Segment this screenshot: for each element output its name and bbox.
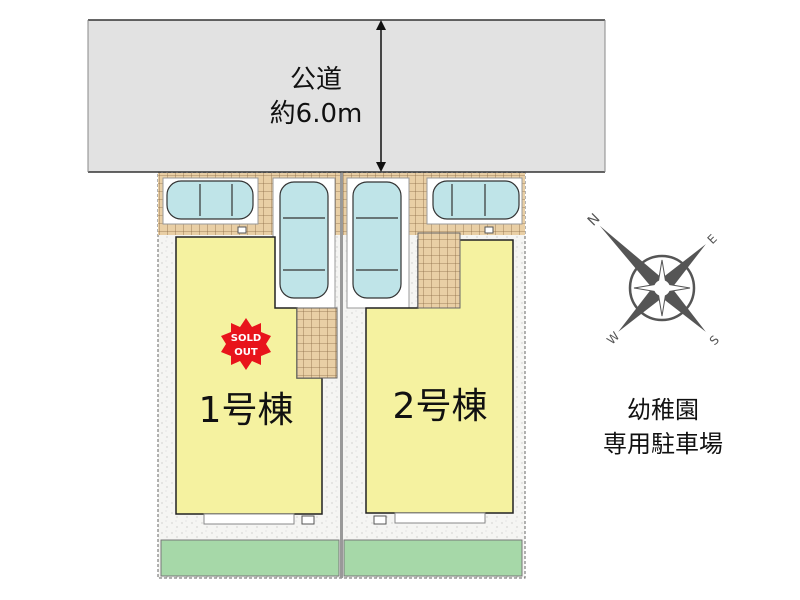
- building-1: 1号棟: [175, 236, 338, 525]
- sold-out-line1: SOLD: [231, 333, 261, 344]
- parking-cars: [166, 180, 520, 299]
- compass-e: E: [705, 232, 720, 247]
- road-width: 約6.0m: [270, 99, 363, 129]
- grass-strip: [160, 539, 523, 577]
- car-icon: [352, 181, 402, 299]
- road-width-arrow: [376, 20, 386, 172]
- compass-w: W: [604, 329, 622, 347]
- building-1-label: 1号棟: [199, 390, 294, 431]
- building-2: 2号棟: [365, 232, 514, 525]
- adjacent-line2: 専用駐車場: [603, 430, 723, 458]
- sold-out-badge: SOLD OUT: [221, 318, 271, 370]
- car-icon: [166, 180, 254, 220]
- car-icon: [432, 180, 520, 220]
- public-road: 公道 約6.0m: [87, 19, 606, 173]
- compass-icon: N E S W: [585, 211, 722, 348]
- road-name: 公道: [290, 65, 342, 95]
- adjacent-line1: 幼稚園: [627, 396, 699, 424]
- sold-out-line2: OUT: [234, 347, 258, 358]
- compass-s: S: [707, 333, 722, 348]
- car-icon: [279, 181, 329, 299]
- building-2-label: 2号棟: [393, 386, 488, 427]
